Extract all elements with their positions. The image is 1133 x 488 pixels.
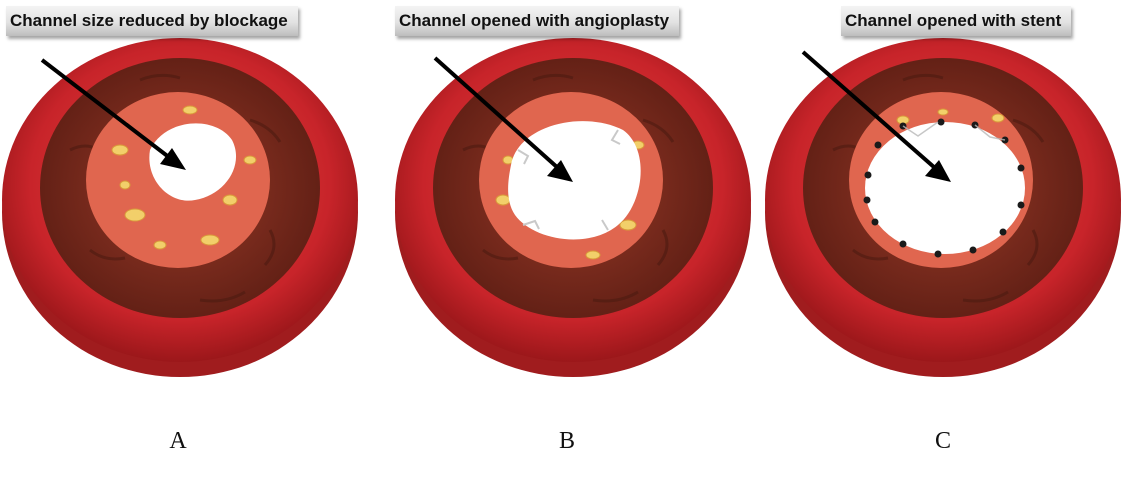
panel-caption: Channel size reduced by blockage xyxy=(6,6,298,36)
panel-caption: Channel opened with angioplasty xyxy=(395,6,679,36)
panel-letter: B xyxy=(547,428,587,455)
panel-b: Channel opened with angioplasty B xyxy=(393,0,763,488)
panel-caption: Channel opened with stent xyxy=(841,6,1071,36)
panel-c: Channel opened with stent C xyxy=(763,0,1133,488)
panel-a: Channel size reduced by blockage A xyxy=(0,0,370,488)
panel-letter: C xyxy=(923,428,963,455)
artery-cross-section-stented xyxy=(763,0,1133,390)
artery-cross-section-narrowed xyxy=(0,0,370,390)
panel-letter: A xyxy=(158,428,198,455)
artery-cross-section-angioplasty xyxy=(393,0,763,390)
